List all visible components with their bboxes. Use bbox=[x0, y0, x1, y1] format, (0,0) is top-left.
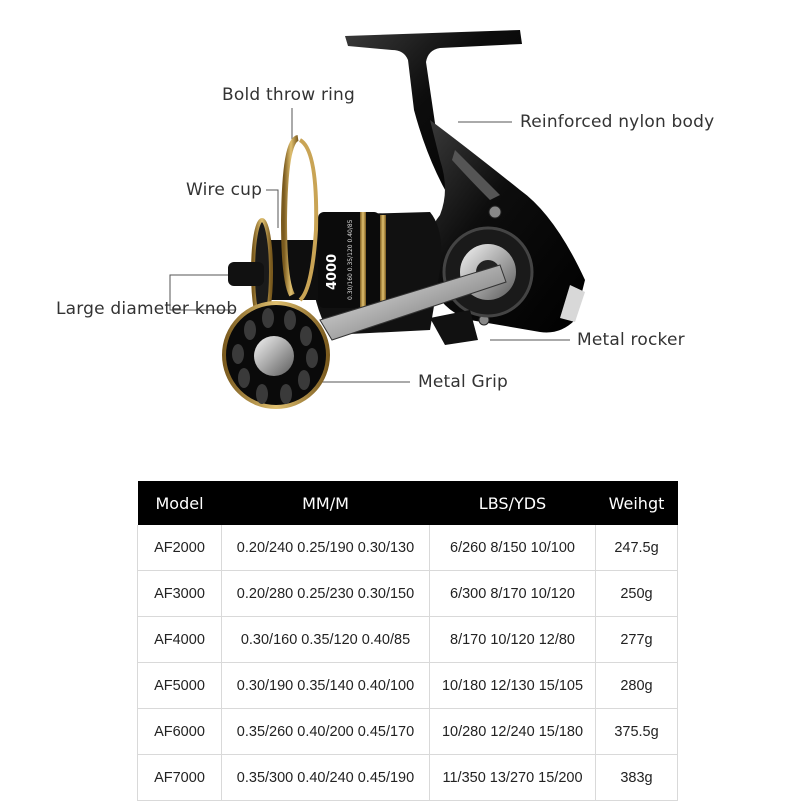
table-row: AF6000 0.35/260 0.40/200 0.45/170 10/280… bbox=[137, 708, 678, 755]
metal-rocker bbox=[319, 264, 507, 341]
cell-weight: 280g bbox=[595, 662, 678, 709]
cell-weight: 250g bbox=[595, 570, 678, 617]
cell-model: AF6000 bbox=[137, 708, 222, 755]
cell-model: AF7000 bbox=[137, 754, 222, 801]
cell-weight: 247.5g bbox=[595, 525, 678, 571]
cell-lbs-yds: 8/170 10/120 12/80 bbox=[429, 616, 596, 663]
table-row: AF3000 0.20/280 0.25/230 0.30/150 6/300 … bbox=[137, 570, 678, 617]
spec-table: Model MM/M LBS/YDS Weihgt AF2000 0.20/24… bbox=[137, 481, 678, 801]
cell-model: AF2000 bbox=[137, 525, 222, 571]
spool-capacity-print: 0.30/160 0.35/120 0.40/85 bbox=[347, 219, 354, 300]
callout-metal-rocker: Metal rocker bbox=[577, 330, 685, 350]
table-row: AF7000 0.35/300 0.40/240 0.45/190 11/350… bbox=[137, 754, 678, 801]
cell-lbs-yds: 10/180 12/130 15/105 bbox=[429, 662, 596, 709]
cell-model: AF3000 bbox=[137, 570, 222, 617]
callout-reinforced-nylon-body: Reinforced nylon body bbox=[520, 112, 715, 132]
header-weight: Weihgt bbox=[595, 481, 678, 525]
cell-lbs-yds: 6/300 8/170 10/120 bbox=[429, 570, 596, 617]
callout-metal-grip: Metal Grip bbox=[418, 372, 509, 392]
cell-mm-m: 0.20/280 0.25/230 0.30/150 bbox=[221, 570, 430, 617]
cell-mm-m: 0.30/160 0.35/120 0.40/85 bbox=[221, 616, 430, 663]
bold-throw-ring bbox=[280, 135, 300, 297]
reel-foot bbox=[345, 30, 522, 215]
spool-model-print: 4000 bbox=[325, 254, 340, 290]
header-mm-m: MM/M bbox=[221, 481, 430, 525]
reel-figure: 4000 0.30/160 0.35/120 0.40/85 bbox=[56, 30, 715, 409]
large-diameter-knob bbox=[222, 301, 330, 409]
cell-weight: 375.5g bbox=[595, 708, 678, 755]
cell-lbs-yds: 6/260 8/150 10/100 bbox=[429, 525, 596, 571]
cell-weight: 277g bbox=[595, 616, 678, 663]
table-row: AF2000 0.20/240 0.25/190 0.30/130 6/260 … bbox=[137, 525, 678, 571]
cell-mm-m: 0.20/240 0.25/190 0.30/130 bbox=[221, 525, 430, 571]
table-row: AF4000 0.30/160 0.35/120 0.40/85 8/170 1… bbox=[137, 616, 678, 663]
spool: 4000 0.30/160 0.35/120 0.40/85 bbox=[318, 212, 386, 308]
callout-wire-cup: Wire cup bbox=[186, 180, 263, 200]
table-row: AF5000 0.30/190 0.35/140 0.40/100 10/180… bbox=[137, 662, 678, 709]
cell-lbs-yds: 11/350 13/270 15/200 bbox=[429, 754, 596, 801]
cell-model: AF5000 bbox=[137, 662, 222, 709]
cell-lbs-yds: 10/280 12/240 15/180 bbox=[429, 708, 596, 755]
cell-mm-m: 0.30/190 0.35/140 0.40/100 bbox=[221, 662, 430, 709]
header-lbs-yds: LBS/YDS bbox=[429, 481, 596, 525]
cell-model: AF4000 bbox=[137, 616, 222, 663]
callout-large-diameter-knob: Large diameter knob bbox=[56, 299, 238, 319]
cell-weight: 383g bbox=[595, 754, 678, 801]
callout-bold-throw-ring: Bold throw ring bbox=[222, 85, 356, 105]
cell-mm-m: 0.35/300 0.40/240 0.45/190 bbox=[221, 754, 430, 801]
header-model: Model bbox=[137, 481, 222, 525]
spinning-reel-illustration: 4000 0.30/160 0.35/120 0.40/85 bbox=[169, 30, 585, 409]
cell-mm-m: 0.35/260 0.40/200 0.45/170 bbox=[221, 708, 430, 755]
callout-lines bbox=[169, 108, 570, 383]
spec-table-header: Model MM/M LBS/YDS Weihgt bbox=[137, 481, 678, 525]
